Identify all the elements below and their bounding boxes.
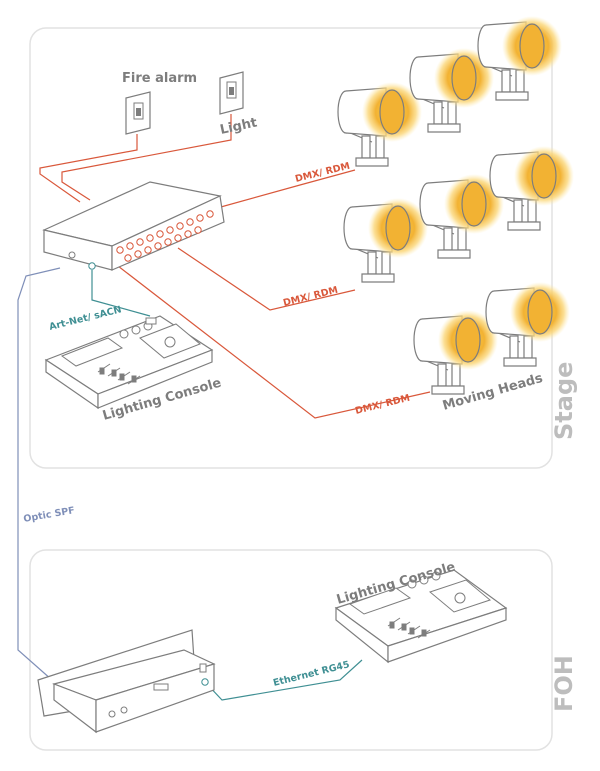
foh-zone-label: FOH bbox=[550, 655, 578, 712]
stage-zone-label: Stage bbox=[550, 362, 578, 440]
console-icon bbox=[44, 315, 214, 410]
dmx-line-3 bbox=[117, 265, 431, 419]
switch-icon bbox=[42, 181, 225, 271]
artnet-line bbox=[91, 270, 151, 317]
dmx-line-2 bbox=[177, 247, 356, 311]
optic-line bbox=[17, 267, 61, 681]
fire-alarm-line bbox=[39, 134, 138, 203]
node-icon bbox=[37, 629, 216, 734]
fire-alarm-label: Fire alarm bbox=[122, 71, 197, 86]
ethernet-line bbox=[204, 659, 363, 701]
dmx-line-1 bbox=[209, 169, 356, 211]
optic-label: Optic SPF bbox=[23, 505, 76, 525]
light-switch-icon bbox=[219, 71, 244, 115]
fire-alarm-icon bbox=[125, 91, 151, 135]
console-icon bbox=[334, 569, 508, 664]
light-switch-line bbox=[61, 114, 232, 201]
